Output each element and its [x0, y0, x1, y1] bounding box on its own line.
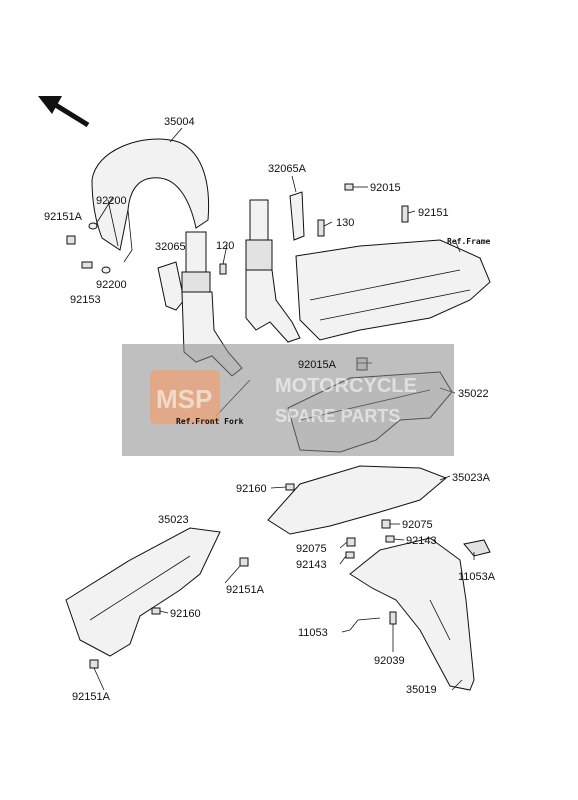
- bolt-92151[interactable]: [401, 205, 409, 223]
- label-92075-b: 92075: [296, 543, 327, 555]
- label-92143-a: 92143: [406, 535, 437, 547]
- label-92153: 92153: [70, 294, 101, 306]
- frame-reference: [295, 239, 491, 341]
- label-92200-b: 92200: [96, 279, 127, 291]
- direction-arrow-icon: [38, 96, 90, 128]
- label-35004: 35004: [164, 116, 195, 128]
- rubber-92160-a[interactable]: [285, 483, 295, 491]
- fender-stay-32065A[interactable]: [289, 191, 305, 241]
- label-ref-frame: Ref.Frame: [447, 237, 491, 246]
- label-92143-b: 92143: [296, 559, 327, 571]
- front-fork-right[interactable]: [245, 199, 301, 343]
- bolt-92153[interactable]: [81, 261, 93, 269]
- bracket-11053A[interactable]: [463, 539, 491, 557]
- label-92160-a: 92160: [236, 483, 267, 495]
- label-92151: 92151: [418, 207, 449, 219]
- seat-cowl-35023A[interactable]: [267, 465, 447, 535]
- clamp-92039[interactable]: [389, 611, 397, 625]
- label-120: 120: [216, 240, 234, 252]
- fender-stay-32065[interactable]: [157, 261, 185, 311]
- label-35022: 35022: [458, 388, 489, 400]
- bolt-92151A-bot[interactable]: [89, 659, 99, 669]
- label-130: 130: [336, 217, 354, 229]
- label-32065A: 32065A: [268, 163, 307, 175]
- bracket-11053[interactable]: [349, 617, 381, 631]
- watermark-line2: SPARE PARTS: [275, 406, 400, 426]
- label-92015A: 92015A: [298, 359, 337, 371]
- part-labels: 35004 32065A 92015 92200 92151A 130 9215…: [44, 116, 496, 703]
- watermark-logo: MSP: [156, 384, 212, 414]
- collar-92075-b[interactable]: [381, 519, 391, 529]
- collar-92075-a[interactable]: [346, 537, 356, 547]
- grommet-92143-b[interactable]: [345, 551, 355, 559]
- label-92039: 92039: [374, 655, 405, 667]
- label-92160-b: 92160: [170, 608, 201, 620]
- label-92200-a: 92200: [96, 195, 127, 207]
- label-35023A: 35023A: [452, 472, 491, 484]
- nut-92015[interactable]: [344, 183, 354, 191]
- label-32065: 32065: [155, 241, 186, 253]
- rear-fender-35019[interactable]: [349, 537, 475, 691]
- washer-92200-b[interactable]: [101, 266, 111, 274]
- bolt-130[interactable]: [317, 219, 325, 237]
- label-92015-top: 92015: [370, 182, 401, 194]
- rubber-92160-b[interactable]: [151, 607, 161, 615]
- label-92151A-bot: 92151A: [72, 691, 111, 703]
- label-92151A-mid: 92151A: [226, 584, 265, 596]
- side-cover-35023[interactable]: [65, 527, 221, 657]
- label-92075-a: 92075: [402, 519, 433, 531]
- label-35019: 35019: [406, 684, 437, 696]
- label-92151A-top: 92151A: [44, 211, 83, 223]
- washer-92200-a[interactable]: [88, 222, 98, 230]
- bolt-120[interactable]: [219, 263, 227, 275]
- bolt-92151A-top[interactable]: [66, 235, 76, 245]
- label-11053: 11053: [298, 627, 328, 639]
- label-ref-front-fork: Ref.Front Fork: [176, 417, 244, 426]
- front-fender-35004[interactable]: [91, 138, 210, 263]
- bolt-92151A-mid[interactable]: [239, 557, 249, 567]
- label-35023: 35023: [158, 514, 189, 526]
- watermark-line1: MOTORCYCLE: [275, 375, 417, 397]
- watermark: MSP MOTORCYCLE SPARE PARTS: [122, 344, 454, 456]
- label-11053A: 11053A: [458, 571, 496, 583]
- grommet-92143-a[interactable]: [385, 535, 395, 543]
